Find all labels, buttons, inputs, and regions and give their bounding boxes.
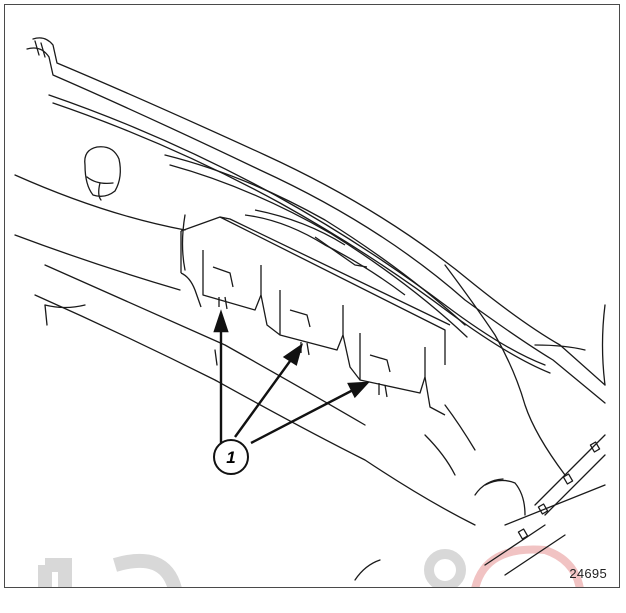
watermark xyxy=(38,545,584,587)
callout-circle xyxy=(213,439,249,475)
arrow-clip-2 xyxy=(234,356,294,438)
figure-frame: 1 24695 xyxy=(4,4,620,588)
arrow-clip-3 xyxy=(250,387,356,445)
callout-number: 1 xyxy=(226,448,235,467)
bumper-outline xyxy=(14,37,606,581)
callout-arrows xyxy=(213,309,370,445)
figure-reference-number: 24695 xyxy=(569,566,607,581)
callout-1: 1 xyxy=(213,439,249,475)
grille-opening xyxy=(180,209,451,416)
bumper-diagram: 1 xyxy=(14,37,606,587)
